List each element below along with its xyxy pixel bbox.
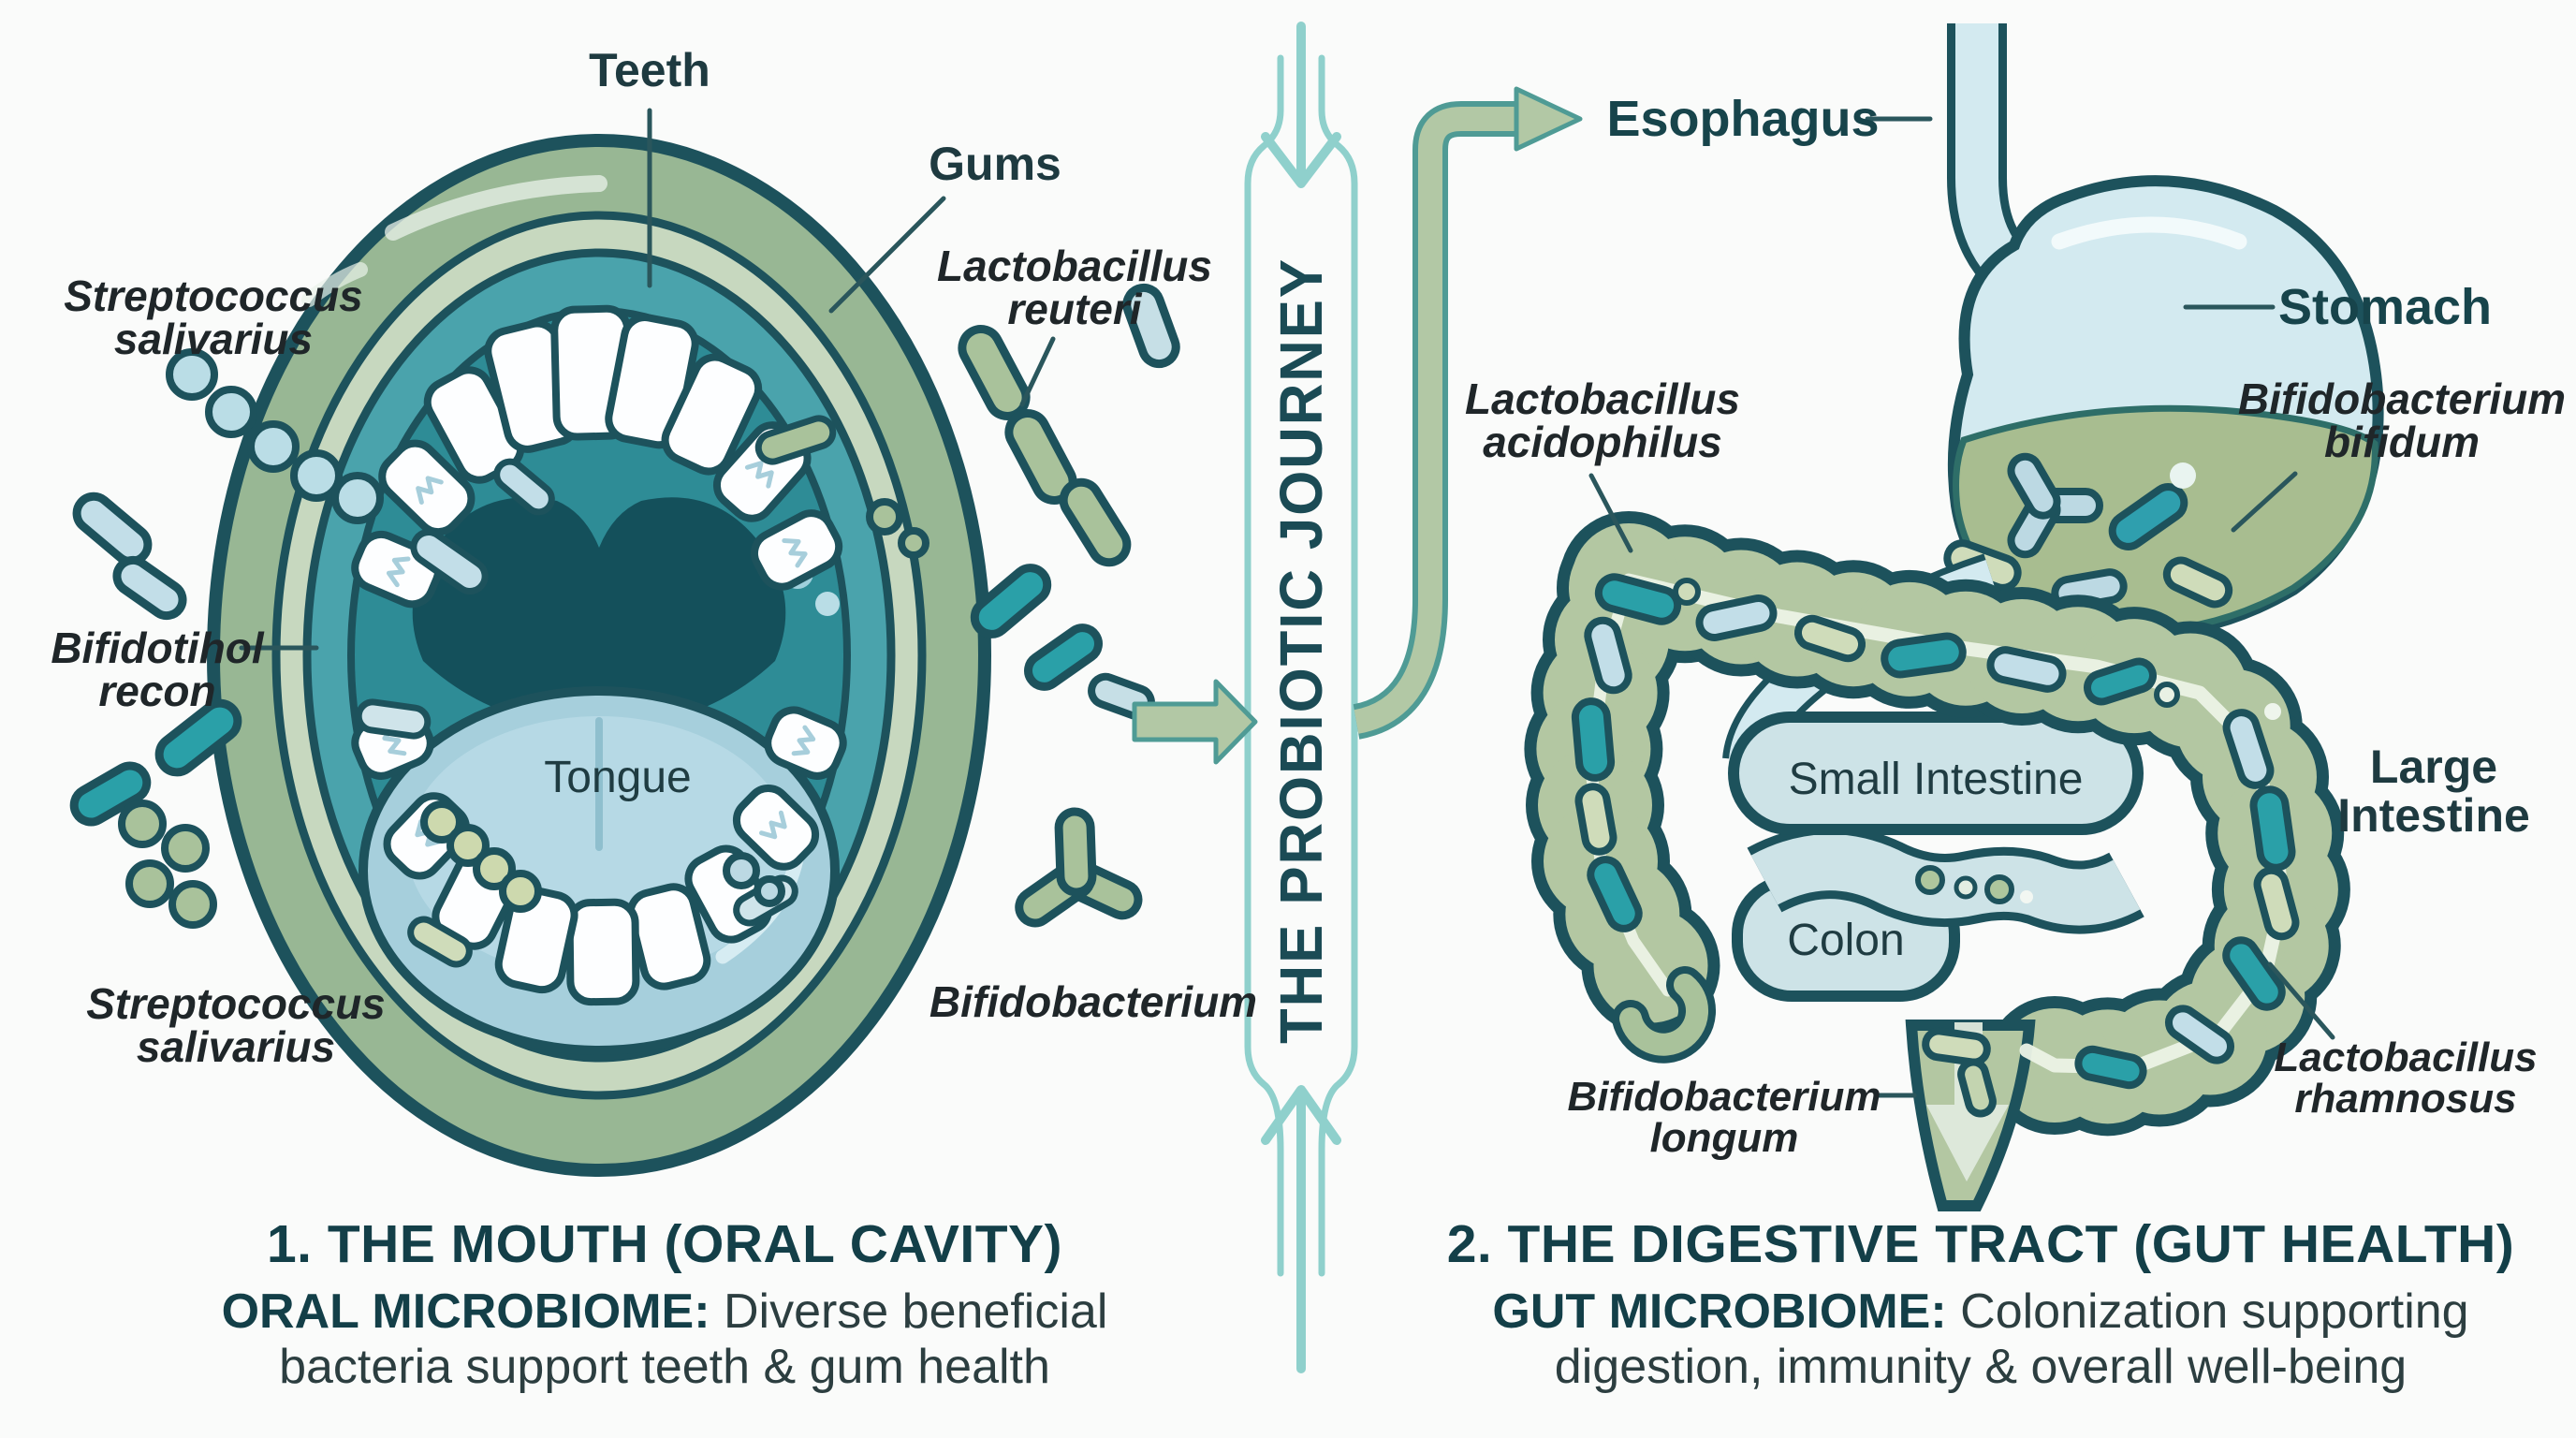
mouth-caption-line1: ORAL MICROBIOME: Diverse beneficial [221, 1284, 1108, 1339]
strep-salivarius-top-label: Streptococcus [64, 271, 363, 320]
gut-caption-line1: GUT MICROBIOME: Colonization supporting [1492, 1284, 2469, 1339]
acidophilus-leader-line [1588, 473, 1633, 553]
digestive-tract-illustration [1524, 23, 2384, 1211]
gut-caption-line2: digestion, immunity & overall well-being [1554, 1340, 2408, 1394]
mouth-caption: 1. THE MOUTH (ORAL CAVITY) ORAL MICROBIO… [84, 1213, 1245, 1395]
gut-microbiome-lead: GUT MICROBIOME: [1492, 1284, 1947, 1339]
gut-bacteria [1571, 573, 2300, 1118]
gums-leader-line [828, 196, 946, 314]
mouth-to-banner-arrow-icon [1132, 679, 1258, 765]
teeth-label: Teeth [589, 44, 710, 96]
bifidobacterium-longum-label: Bifidobacterium [1568, 1074, 1881, 1120]
mouth-caption-heading: 1. THE MOUTH (ORAL CAVITY) [266, 1214, 1063, 1274]
lactobacillus-reuteri-label: Lactobacillus [937, 242, 1212, 290]
svg-text:salivarius: salivarius [137, 1022, 335, 1071]
banner-up-arrow-icon [1261, 1085, 1341, 1373]
labels: Teeth Gums Streptococcus salivarius Lact… [51, 44, 2566, 1161]
leader-lines [239, 108, 2335, 1098]
mouth-caption-line2: bacteria support teeth & gum health [279, 1340, 1050, 1394]
sigmoid-curl [1612, 966, 1716, 1064]
lactobacillus-rhamnosus-label: Lactobacillus [2274, 1034, 2537, 1080]
probiotic-journey-banner: THE PROBIOTIC JOURNEY [1244, 22, 1358, 1373]
reuteri-leader-line [1019, 336, 1056, 407]
large-intestine-label: Large [2370, 741, 2497, 793]
throat [412, 497, 786, 730]
svg-text:rhamnosus: rhamnosus [2294, 1076, 2516, 1122]
lactobacillus-acidophilus-label: Lactobacillus [1465, 374, 1740, 423]
bifidobacterium-label: Bifidobacterium [929, 977, 1257, 1026]
small-intestine-label: Small Intestine [1789, 755, 2084, 804]
svg-text:bifidum: bifidum [2324, 418, 2480, 466]
svg-text:recon: recon [98, 667, 215, 715]
tongue-label: Tongue [544, 753, 691, 802]
banner-down-arrow-icon [1261, 22, 1341, 188]
oral-microbiome-lead: ORAL MICROBIOME: [221, 1284, 710, 1339]
gums-label: Gums [929, 138, 1061, 190]
stomach-label: Stomach [2278, 279, 2492, 335]
stomach [1905, 175, 2384, 639]
banner-title: THE PROBIOTIC JOURNEY [1267, 257, 1335, 1044]
gut-caption-heading: 2. THE DIGESTIVE TRACT (GUT HEALTH) [1446, 1214, 2515, 1274]
gut-caption: 2. THE DIGESTIVE TRACT (GUT HEALTH) GUT … [1385, 1213, 2576, 1395]
floating-oral-bacteria [69, 283, 1180, 929]
bifidobacterium-bifidum-label: Bifidobacterium [2238, 374, 2566, 423]
svg-text:Intestine: Intestine [2337, 789, 2530, 842]
banner-to-esophagus-arrow-icon [1352, 86, 1583, 740]
colon-label: Colon [1787, 916, 1904, 965]
svg-text:acidophilus: acidophilus [1483, 418, 1722, 466]
bifidotihol-recon-label: Bifidotihol [51, 624, 265, 672]
rhamnosus-leader-line [2267, 961, 2335, 1040]
mouth-illustration [207, 134, 991, 1177]
svg-text:salivarius: salivarius [114, 315, 313, 363]
strep-salivarius-bottom-label: Streptococcus [86, 979, 386, 1028]
small-intestine [1728, 712, 2144, 1002]
svg-text:reuteri: reuteri [1007, 285, 1142, 333]
oral-bacteria [355, 415, 929, 968]
svg-text:longum: longum [1650, 1115, 1799, 1161]
esophagus-label: Esophagus [1606, 91, 1879, 147]
bifidum-leader-line [2231, 471, 2298, 533]
